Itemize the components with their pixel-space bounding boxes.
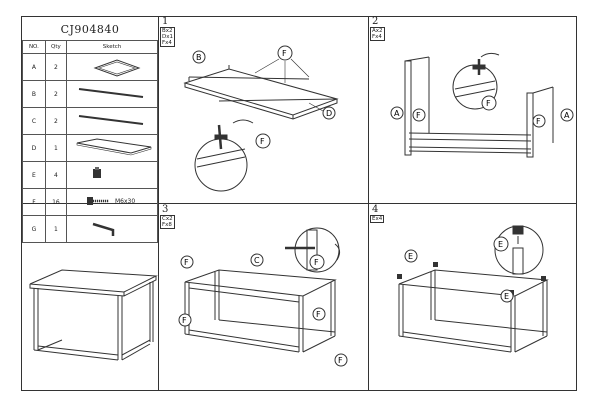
part-qty: 2	[44, 107, 68, 135]
step-part: Dx1	[162, 34, 173, 40]
callout-a: A	[564, 111, 570, 120]
allen-key-g-sketch	[92, 222, 115, 236]
step-4-illustration: E E E	[397, 225, 549, 353]
rail-c-sketch	[78, 115, 144, 125]
table-row: F 16 M6x30	[22, 188, 158, 216]
step-2-number: 2	[372, 16, 379, 27]
callout-e: E	[504, 292, 509, 301]
step-part: Bx2	[162, 28, 173, 34]
part-sketch	[66, 107, 158, 135]
part-no: A	[22, 53, 46, 81]
header-sketch: Sketch	[66, 40, 158, 54]
step-3-illustration: C F F F F F	[178, 227, 348, 367]
step-3-parts: Cx2 Fx8	[160, 215, 175, 229]
part-no: C	[22, 107, 46, 135]
step-3-number: 3	[162, 204, 169, 215]
header-qty: Qty	[44, 40, 68, 54]
part-qty: 2	[44, 53, 68, 81]
part-sketch	[66, 53, 158, 81]
step-4-number: 4	[372, 204, 379, 215]
step-part: Ex4	[372, 216, 383, 222]
callout-c: C	[254, 256, 260, 265]
callout-f: F	[260, 137, 265, 146]
callout-f: F	[182, 316, 187, 325]
finished-table-illustration	[29, 269, 158, 361]
part-sketch	[66, 80, 158, 108]
part-no: E	[22, 161, 46, 189]
callout-d: D	[326, 109, 332, 118]
table-row: D 1	[22, 134, 158, 162]
step-1-illustration: B F D F	[183, 45, 339, 192]
parts-table: NO. Qty Sketch A 2 B 2 C 2 D 1 E 4	[22, 40, 158, 243]
step-1-parts: Bx2 Dx1 Fx4	[160, 27, 175, 47]
step-2-illustration: A A F F F	[390, 52, 574, 158]
rail-b-sketch	[78, 88, 144, 98]
part-qty: 2	[44, 80, 68, 108]
callout-f: F	[338, 356, 343, 365]
callout-b: B	[196, 53, 202, 62]
callout-a: A	[394, 109, 400, 118]
document-title: CJ904840	[60, 22, 120, 36]
callout-e: E	[408, 252, 413, 261]
callout-f: F	[314, 258, 319, 267]
part-no: B	[22, 80, 46, 108]
panel-d-sketch	[76, 138, 152, 156]
bolt-size-label: M6x30	[115, 198, 136, 205]
table-row: C 2	[22, 107, 158, 135]
callout-f: F	[536, 117, 541, 126]
callout-f: F	[486, 99, 491, 108]
foot-cap-e-sketch	[93, 167, 101, 178]
callout-f: F	[282, 49, 287, 58]
table-row: B 2	[22, 80, 158, 108]
step-2-parts: Ax2 Fx4	[370, 27, 385, 41]
part-sketch: M6x30	[66, 188, 158, 216]
step-1-number: 1	[162, 16, 169, 27]
step-part: Fx4	[162, 40, 172, 46]
step-part: Fx8	[162, 222, 172, 228]
part-qty: 1	[44, 134, 68, 162]
table-row: G 1	[22, 215, 158, 243]
bolt-f-sketch	[87, 197, 109, 205]
table-header-row: NO. Qty Sketch	[22, 40, 158, 54]
part-sketch	[66, 161, 158, 189]
table-row: E 4	[22, 161, 158, 189]
step-4-parts: Ex4	[370, 215, 385, 223]
callout-f: F	[316, 310, 321, 319]
part-qty: 4	[44, 161, 68, 189]
callout-e: E	[498, 240, 503, 249]
part-no: D	[22, 134, 46, 162]
step-part: Ax2	[372, 28, 383, 34]
header-no: NO.	[22, 40, 46, 54]
table-row: A 2	[22, 53, 158, 81]
step-part: Fx4	[372, 34, 382, 40]
callout-f: F	[416, 111, 421, 120]
step-part: Cx2	[162, 216, 173, 222]
part-qty: 1	[44, 215, 68, 243]
frame-a-sketch	[93, 59, 141, 77]
divider-h1	[21, 203, 577, 204]
part-sketch	[66, 134, 158, 162]
callout-f: F	[184, 258, 189, 267]
part-sketch	[66, 215, 158, 243]
